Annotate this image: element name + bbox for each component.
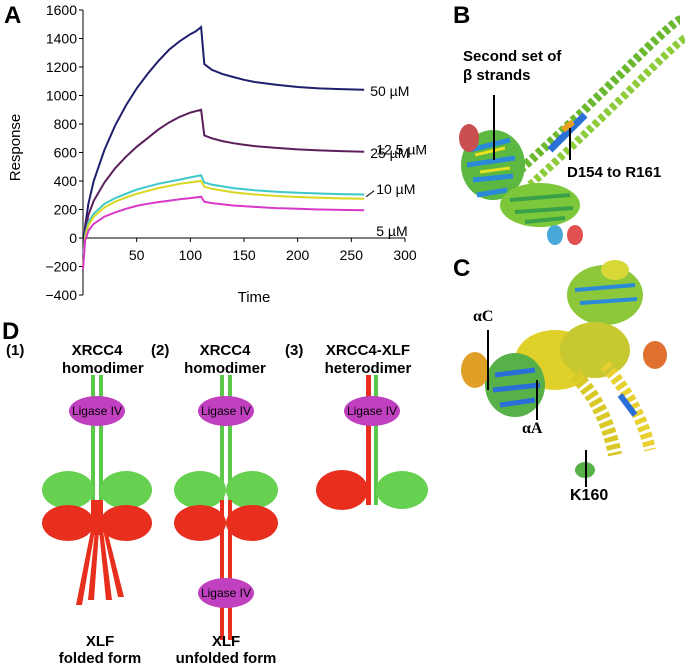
protein-ribbon-b — [459, 15, 685, 245]
model1-bottom-line2: folded form — [58, 650, 142, 667]
model2-bottom-label: XLF unfolded form — [171, 633, 281, 667]
x-tick-label: 100 — [179, 247, 203, 263]
y-tick-label: 200 — [54, 202, 78, 218]
series-line — [82, 25, 365, 260]
ligase-label-model2-bottom: Ligase IV — [200, 586, 252, 600]
label-second-strands: Second set of β strands — [463, 47, 561, 85]
series-line — [82, 179, 365, 267]
model1-bottom-label: XLF folded form — [45, 633, 155, 667]
model2-title-line1: XRCC4 — [199, 342, 251, 359]
panel-label-b: B — [453, 2, 471, 29]
model3-title-line2: heterodimer — [324, 360, 412, 377]
series-label: 50 µM — [370, 83, 409, 99]
series-line — [82, 108, 365, 260]
y-tick-label: 800 — [54, 116, 78, 132]
y-tick-label: 0 — [69, 230, 77, 246]
y-tick-label: 600 — [54, 145, 78, 161]
y-tick-label: 1000 — [46, 88, 77, 104]
structure-panel-c — [461, 260, 667, 487]
ligase-label-model3: Ligase IV — [346, 404, 398, 418]
panel-label-d: D — [2, 318, 20, 345]
ligase-label-model1: Ligase IV — [71, 404, 123, 418]
series-line — [82, 174, 365, 264]
y-tick-label: 1600 — [46, 2, 77, 18]
model1-title: XRCC4 homodimer — [62, 342, 144, 378]
y-tick-label: −200 — [45, 259, 77, 275]
y-axis-title: Response — [7, 114, 24, 182]
model2-title: XRCC4 homodimer — [180, 342, 270, 378]
label-d154-r161: D154 to R161 — [567, 164, 662, 181]
y-tick-label: 1200 — [46, 59, 77, 75]
model2-bottom-line2: unfolded form — [175, 650, 277, 667]
x-tick-label: 200 — [286, 247, 310, 263]
label-k160: K160 — [570, 487, 609, 504]
panel-label-a: A — [4, 2, 22, 29]
model3-title: XRCC4-XLF heterodimer — [312, 342, 424, 378]
model2-title-line2: homodimer — [184, 360, 266, 377]
model-diagrams — [42, 375, 428, 640]
ligase-label-model2-top: Ligase IV — [200, 404, 252, 418]
model3-diagram — [316, 375, 428, 510]
label-alpha-c: αC — [473, 308, 494, 325]
binding-response-chart: −400 −200 0 200 400 600 800 1000 1200 1400 1600 50 1… — [7, 2, 427, 306]
y-tick-label: −400 — [45, 287, 77, 303]
model3-title-line1: XRCC4-XLF — [325, 342, 411, 359]
series-label: 10 µM — [376, 181, 415, 197]
label-second-strands-line1: Second set of — [463, 48, 562, 65]
series-label: 5 µM — [376, 223, 407, 239]
x-tick-label: 250 — [340, 247, 364, 263]
y-tick-label: 1400 — [46, 31, 77, 47]
model1-diagram — [42, 375, 152, 605]
x-tick-label: 150 — [232, 247, 256, 263]
label-second-strands-line2: β strands — [463, 67, 531, 84]
model3-number: (3) — [285, 342, 304, 359]
model2-number: (2) — [151, 342, 170, 359]
series-line — [82, 195, 365, 270]
x-tick-label: 300 — [393, 247, 417, 263]
model2-diagram — [174, 375, 278, 640]
series-label: 25 µM — [370, 145, 409, 161]
x-axis-title: Time — [238, 289, 271, 306]
panel-label-c: C — [453, 255, 471, 282]
x-tick-label: 50 — [129, 247, 145, 263]
model2-bottom-line1: XLF — [211, 633, 241, 650]
model1-number: (1) — [6, 342, 25, 359]
model1-bottom-line1: XLF — [85, 633, 115, 650]
model1-title-line2: homodimer — [62, 360, 144, 377]
model1-title-line1: XRCC4 — [71, 342, 123, 359]
series-label-leader — [365, 190, 375, 198]
label-alpha-a: αA — [522, 420, 543, 437]
protein-ribbon-c — [461, 260, 667, 478]
structure-panel-b — [459, 15, 685, 245]
series-label: 12.5 µM — [376, 142, 427, 158]
y-tick-label: 400 — [54, 173, 78, 189]
